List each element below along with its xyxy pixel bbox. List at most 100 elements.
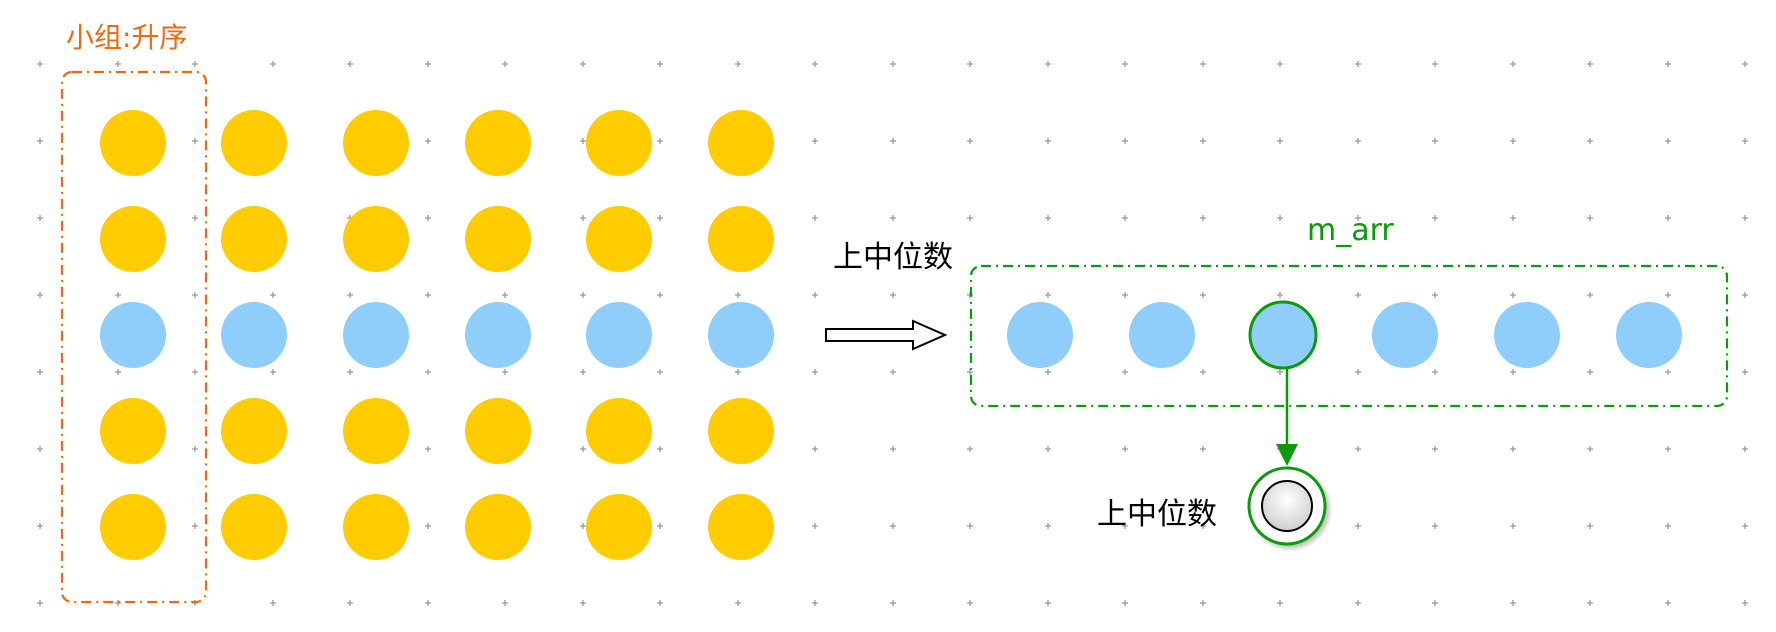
grid-dot: [1432, 292, 1438, 298]
grid-dot: [1742, 61, 1748, 67]
arrowhead-icon: [1276, 444, 1298, 466]
grid-dot: [1200, 523, 1206, 529]
grid-dot: [812, 600, 818, 606]
grid-dot: [1200, 600, 1206, 606]
grid-dot: [1200, 215, 1206, 221]
grid-dot: [890, 600, 896, 606]
grid-dot: [1200, 292, 1206, 298]
grid-dot: [1200, 61, 1206, 67]
grid-dot: [1045, 138, 1051, 144]
grid-dot: [657, 138, 663, 144]
grid-dot: [425, 369, 431, 375]
grid-dot: [657, 61, 663, 67]
grid-dot: [812, 292, 818, 298]
group-box: [60, 70, 208, 604]
grid-dot: [657, 600, 663, 606]
grid-dot: [735, 292, 741, 298]
grid-dot: [580, 600, 586, 606]
grid-dot: [890, 61, 896, 67]
end-node-icon: [1247, 466, 1327, 546]
grid-dot: [425, 446, 431, 452]
grid-dot: [1510, 61, 1516, 67]
grid-dot: [1510, 138, 1516, 144]
grid-dot: [1355, 369, 1361, 375]
grid-dot: [657, 523, 663, 529]
value-circle: [586, 398, 652, 464]
grid-dot: [967, 215, 973, 221]
value-circle: [465, 494, 531, 560]
grid-dot: [1510, 292, 1516, 298]
grid-dot: [502, 369, 508, 375]
grid-dot: [1355, 446, 1361, 452]
grid-dot: [890, 292, 896, 298]
value-circle: [708, 206, 774, 272]
grid-dot: [192, 523, 198, 529]
group-label: 小组:升序: [66, 21, 188, 54]
grid-dot: [580, 138, 586, 144]
grid-dot: [192, 369, 198, 375]
grid-dot: [1432, 523, 1438, 529]
value-circle: [708, 398, 774, 464]
grid-dot: [192, 215, 198, 221]
grid-dot: [115, 61, 121, 67]
value-circle: [221, 494, 287, 560]
m-arr-box: [969, 264, 1729, 408]
transform-label: 上中位数: [833, 240, 953, 275]
grid-dot: [1045, 292, 1051, 298]
value-circle: [343, 398, 409, 464]
grid-dot: [1045, 61, 1051, 67]
m-arr-circle: [1007, 302, 1073, 368]
grid-dot: [192, 61, 198, 67]
grid-dot: [1665, 369, 1671, 375]
grid-dot: [1665, 600, 1671, 606]
value-circle: [100, 494, 166, 560]
grid-dot: [347, 369, 353, 375]
grid-dot: [1587, 292, 1593, 298]
grid-dot: [347, 600, 353, 606]
median-circle: [465, 302, 531, 368]
grid-dot: [967, 600, 973, 606]
grid-dot: [812, 523, 818, 529]
grid-dot: [657, 369, 663, 375]
grid-dot: [1742, 292, 1748, 298]
grid-dot: [425, 523, 431, 529]
grid-dot: [812, 215, 818, 221]
grid-dot: [192, 292, 198, 298]
grid-dot: [890, 523, 896, 529]
median-label: 上中位数: [1097, 497, 1217, 532]
grid-dot: [502, 600, 508, 606]
grid-dot: [1510, 600, 1516, 606]
grid-dot: [1045, 446, 1051, 452]
circle-matrix: [100, 110, 774, 560]
grid-dot: [270, 600, 276, 606]
m-arr-circle: [1129, 302, 1195, 368]
grid-dot: [1122, 61, 1128, 67]
grid-dot: [425, 600, 431, 606]
value-circle: [100, 398, 166, 464]
grid-dot: [1587, 61, 1593, 67]
grid-dot: [37, 446, 43, 452]
grid-dot: [1432, 600, 1438, 606]
grid-dot: [890, 446, 896, 452]
m-arr-selected-circle: [1248, 300, 1318, 370]
value-circle: [343, 110, 409, 176]
grid-dot: [347, 292, 353, 298]
grid-dot: [1277, 215, 1283, 221]
grid-dot: [37, 292, 43, 298]
grid-dot: [1355, 600, 1361, 606]
grid-dot: [1122, 523, 1128, 529]
grid-dot: [1665, 446, 1671, 452]
grid-dot: [812, 369, 818, 375]
grid-dot: [1432, 61, 1438, 67]
grid-dot: [735, 369, 741, 375]
grid-dot: [1122, 138, 1128, 144]
grid-dot: [270, 292, 276, 298]
m-arr-label: m_arr: [1307, 213, 1394, 248]
grid-dot: [270, 369, 276, 375]
median-circle: [100, 302, 166, 368]
grid-dot: [1510, 369, 1516, 375]
grid-dot: [1122, 292, 1128, 298]
grid-dot: [1665, 215, 1671, 221]
grid-dot: [1665, 138, 1671, 144]
